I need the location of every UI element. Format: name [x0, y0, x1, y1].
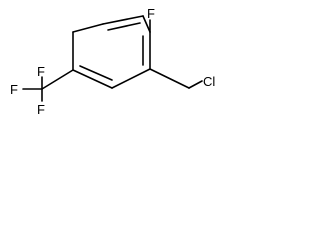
- chemical-structure: F Cl F F F: [10, 6, 215, 117]
- ch2-bond: [149, 68, 190, 89]
- cf3-left-label: F: [10, 82, 18, 97]
- chloro-label: Cl: [203, 74, 215, 89]
- ch2-cl-bond: [188, 80, 203, 89]
- ring-bond-upper-left: [72, 23, 104, 33]
- benzene-ring: [72, 15, 151, 89]
- ring-bond-upper-right: [142, 15, 151, 33]
- ring-bond-lower-left: [72, 69, 113, 89]
- ring-bond-lower-right: [111, 68, 151, 89]
- ring-bond-top-inner: [107, 22, 141, 31]
- ring-bond-top: [102, 15, 144, 25]
- fluoro-label: F: [147, 6, 155, 21]
- cf3-bottom-label: F: [37, 102, 45, 117]
- cf3-top-label: F: [37, 64, 45, 79]
- cf3-bond: [41, 69, 74, 90]
- ring-bond-lower-left-inner: [79, 65, 113, 81]
- structure-canvas: F Cl F F F: [0, 0, 226, 138]
